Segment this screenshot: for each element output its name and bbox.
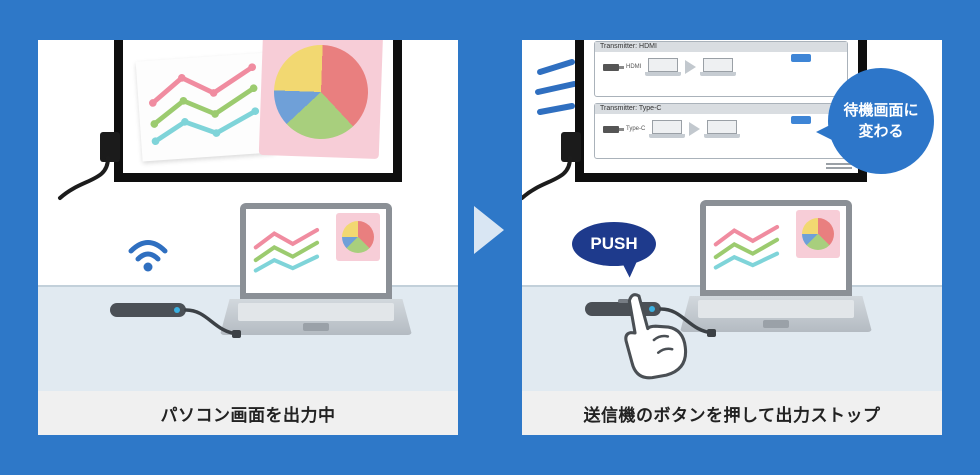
laptop-base — [680, 296, 872, 332]
laptop-pie-sheet — [796, 210, 840, 258]
transmitter-device — [110, 303, 186, 317]
line-chart-graphic — [149, 63, 260, 146]
laptop-trackpad — [763, 320, 789, 328]
laptop — [220, 203, 412, 335]
mini-arrow-icon — [689, 122, 701, 136]
standby-row-hdmi: Transmitter: HDMI HDMI — [594, 41, 848, 97]
scene-left — [38, 40, 458, 391]
laptop-trackpad — [303, 323, 329, 331]
standby-row-title: Transmitter: HDMI — [595, 42, 847, 52]
standby-screen: Transmitter: HDMI HDMI Transmitter: Type… — [584, 40, 858, 173]
receiver-device — [561, 132, 581, 162]
mini-laptop-icon — [704, 120, 741, 138]
panel-output-active: パソコン画面を出力中 — [38, 40, 458, 435]
transmitter-cable — [184, 308, 241, 338]
receiver-device — [100, 132, 120, 162]
bubble-line2: 変わる — [858, 123, 904, 140]
bubble-line1: 待機画面に — [843, 102, 919, 119]
laptop-screen — [700, 200, 852, 296]
laptop-screen — [240, 203, 392, 299]
line-chart-sheet — [135, 52, 275, 162]
laptop-pie-chart — [802, 218, 834, 250]
pie-chart-sheet — [258, 40, 384, 160]
wifi-icon — [128, 240, 168, 272]
laptop-display — [706, 206, 846, 290]
display-screen-standby: Transmitter: HDMI HDMI Transmitter: Type… — [575, 40, 867, 182]
hdmi-plug-icon — [603, 63, 624, 71]
standby-row-typec: Transmitter: Type-C Type-C — [594, 103, 848, 159]
receiver-cable — [58, 156, 110, 200]
mini-arrow-icon — [685, 60, 697, 74]
standby-speech-bubble: 待機画面に 変わる — [816, 68, 934, 174]
standby-row-title: Transmitter: Type-C — [595, 104, 847, 114]
transmitter-led — [174, 307, 180, 313]
mini-laptop-icon — [649, 120, 686, 138]
receiver-cable — [522, 156, 572, 200]
scene-right: Transmitter: HDMI HDMI Transmitter: Type… — [522, 40, 942, 391]
caption-right: 送信機のボタンを押して出力ストップ — [522, 391, 942, 435]
next-arrow-icon — [474, 206, 504, 254]
transmitter-cable — [659, 307, 716, 337]
port-label: HDMI — [626, 64, 642, 70]
panel-output-stop: Transmitter: HDMI HDMI Transmitter: Type… — [522, 40, 942, 435]
mini-laptop-icon — [700, 58, 737, 76]
laptop-pie-sheet — [336, 213, 380, 261]
transmitter-led — [649, 306, 655, 312]
laptop-pie-chart — [342, 221, 374, 253]
laptop-line-chart — [713, 225, 780, 270]
push-callout: PUSH — [572, 222, 656, 266]
laptop-display — [246, 209, 386, 293]
laptop-base — [220, 299, 412, 335]
status-badge — [791, 116, 811, 124]
pie-chart — [272, 43, 370, 141]
mini-laptop-icon — [645, 58, 682, 76]
model-number-text — [826, 161, 852, 169]
display-content — [123, 40, 393, 173]
port-label: Type-C — [626, 126, 646, 132]
laptop-keyboard — [238, 303, 394, 321]
speed-lines-icon — [535, 59, 577, 115]
laptop-line-chart — [253, 228, 320, 273]
caption-left: パソコン画面を出力中 — [38, 391, 458, 435]
hand-press-icon — [624, 293, 688, 380]
typec-plug-icon — [603, 125, 624, 133]
status-badge — [791, 54, 811, 62]
laptop-keyboard — [698, 300, 854, 318]
laptop — [680, 200, 872, 332]
transmitter-button — [618, 299, 630, 303]
display-screen — [114, 40, 402, 182]
